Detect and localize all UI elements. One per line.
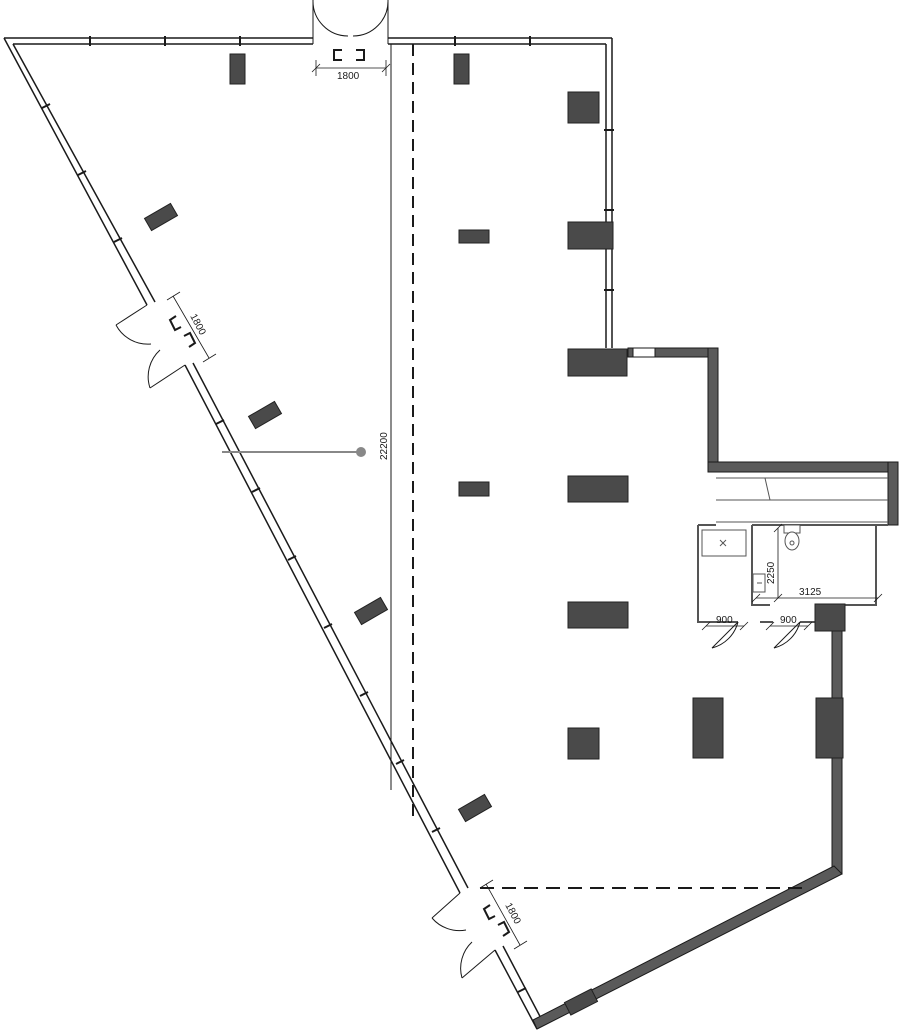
entrance-top-door[interactable] — [312, 0, 389, 44]
columns — [143, 53, 846, 1016]
toilet-icon — [783, 524, 801, 551]
wall-recess-vertical — [707, 347, 719, 465]
left-diagonal-glazing-lower — [184, 364, 461, 894]
column — [815, 697, 844, 759]
column — [567, 475, 629, 503]
column — [229, 53, 246, 85]
sink-icon — [752, 573, 766, 593]
entrance-bottom-bracket-icon — [482, 904, 511, 937]
exterior-walls — [3, 37, 613, 1030]
glazing-mullions — [41, 36, 614, 993]
column — [457, 793, 493, 823]
column — [567, 727, 600, 760]
entrance-bracket-icon — [333, 49, 365, 61]
wc-left-wall — [697, 525, 738, 623]
column — [247, 400, 283, 430]
dimension-door-right — [765, 621, 813, 631]
column — [353, 596, 389, 626]
column — [692, 697, 724, 759]
dimension-bottom-entrance — [479, 879, 528, 950]
column — [567, 348, 628, 377]
column — [567, 221, 614, 250]
wall-service-right — [887, 461, 899, 526]
column — [143, 202, 179, 232]
utility-sink-icon — [701, 529, 747, 557]
entrance-bottom-door[interactable] — [431, 892, 496, 979]
left-diagonal-glazing-upper — [3, 37, 148, 306]
solid-walls — [532, 347, 899, 1030]
leader-dot — [356, 447, 366, 457]
column — [458, 229, 490, 244]
dim-label-wc-width: 3125 — [799, 587, 822, 598]
column — [567, 601, 629, 629]
window-frame — [632, 347, 656, 358]
column — [563, 988, 599, 1016]
column — [453, 53, 470, 85]
column — [567, 91, 600, 124]
column — [814, 603, 846, 632]
dimension-wc-width — [751, 593, 883, 603]
dim-label-door-left: 900 — [716, 615, 733, 626]
wall-bottom-diagonal — [532, 865, 843, 1030]
wall-service-top — [707, 461, 899, 473]
dim-label-wc-height: 2250 — [766, 561, 777, 584]
dim-label-door-right: 900 — [780, 615, 797, 626]
dimension-top-entrance — [311, 60, 391, 76]
entrance-left-door[interactable] — [115, 304, 186, 389]
dimension-door-left — [701, 621, 749, 631]
entrance-left-bracket-icon — [168, 315, 197, 348]
wc-block — [697, 477, 888, 623]
bottom-left-glazing — [494, 949, 538, 1030]
wc-divider-wall — [751, 525, 770, 606]
column — [458, 481, 490, 497]
dim-label-top-entrance: 1800 — [337, 71, 360, 82]
dimension-left-entrance — [166, 291, 217, 363]
dim-label-room-depth: 22200 — [379, 432, 390, 460]
